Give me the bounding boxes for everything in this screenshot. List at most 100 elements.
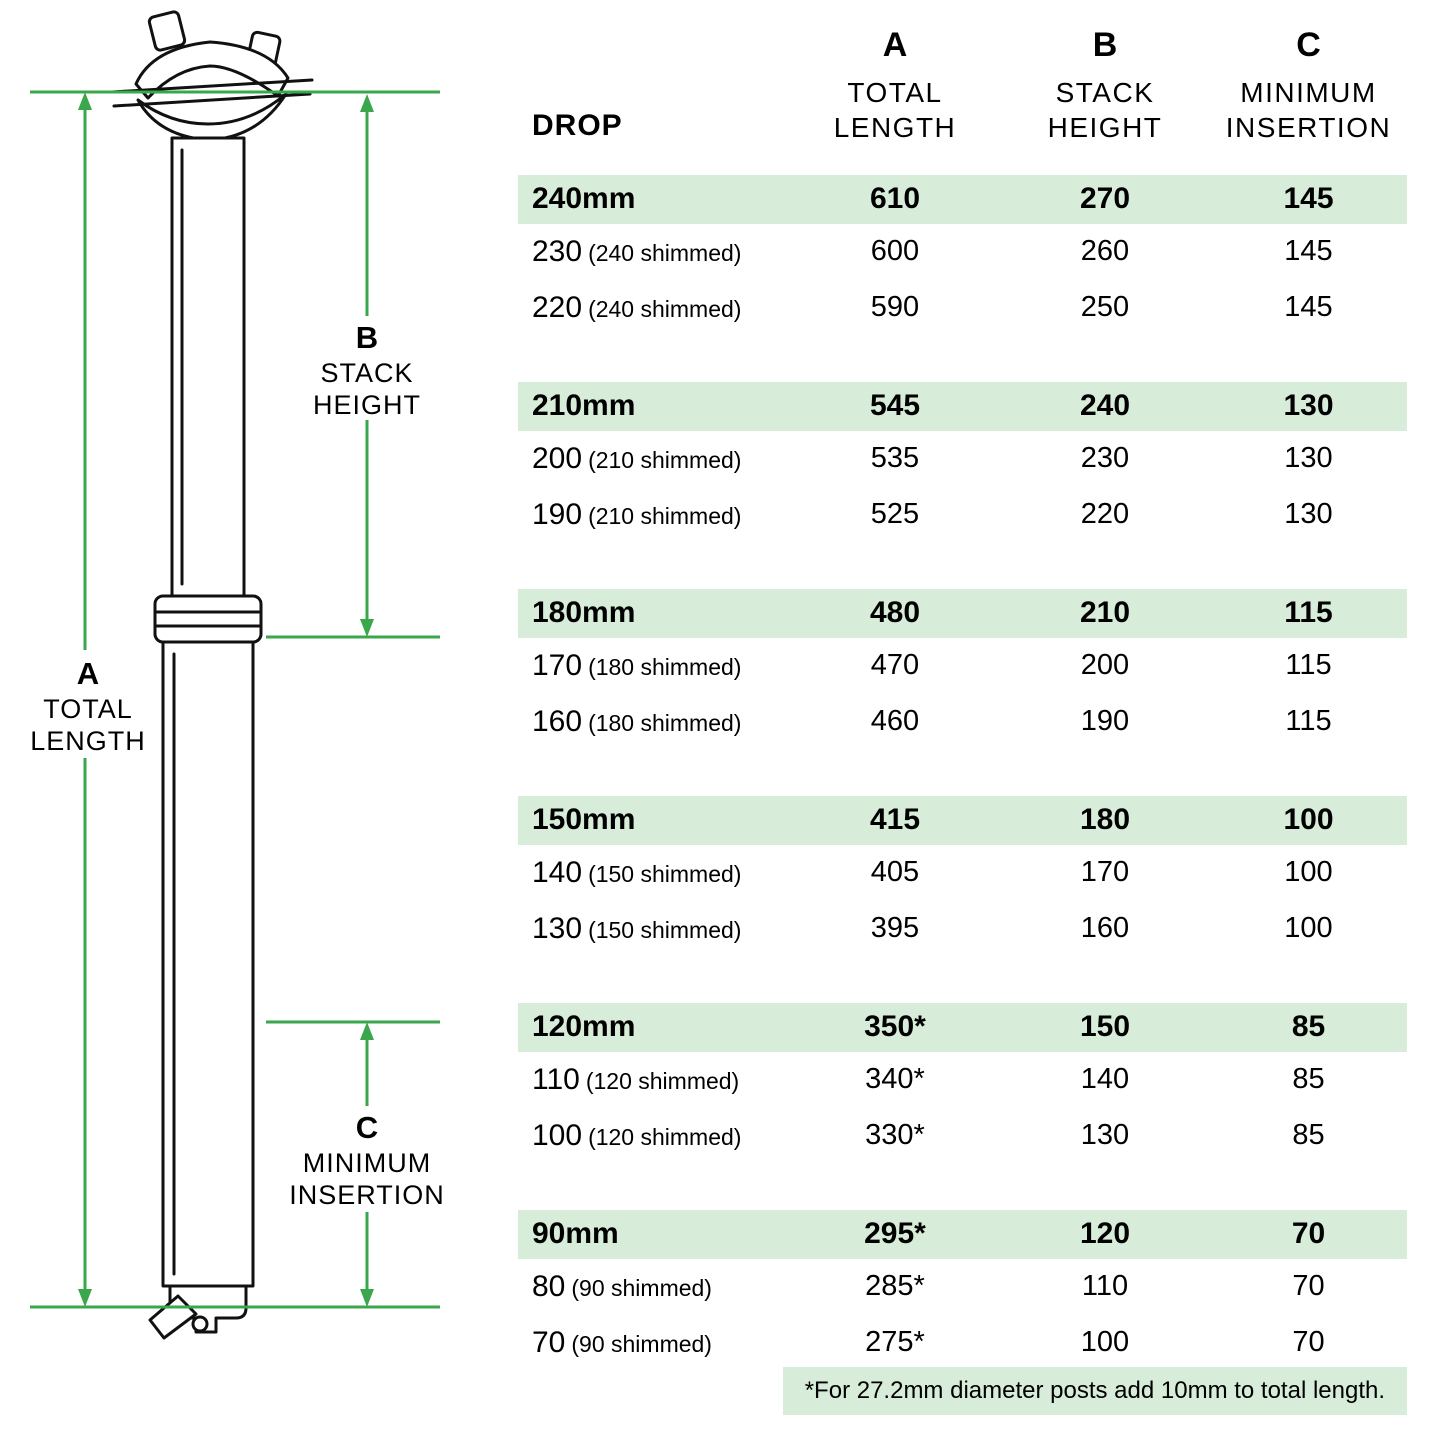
header-c-line1: MINIMUM	[1240, 76, 1377, 108]
stack-height-value: 170	[1080, 856, 1130, 888]
dim-a-letter: A	[77, 656, 99, 691]
drop-row: 220(240 shimmed) 590 250 145	[518, 280, 1407, 336]
total-length-value: 350*	[864, 1010, 926, 1043]
footnote: *For 27.2mm diameter posts add 10mm to t…	[782, 1366, 1407, 1415]
header-c-line2: INSERTION	[1225, 111, 1392, 143]
stack-height-value: 130	[1080, 1119, 1130, 1151]
header-total-length: A TOTAL LENGTH	[790, 24, 1000, 145]
min-insertion-value: 145	[1284, 291, 1333, 323]
stack-height-value: 190	[1080, 705, 1130, 737]
header-b-line2: HEIGHT	[1047, 111, 1163, 143]
shim-note: (240 shimmed)	[588, 239, 742, 266]
drop-value: 90mm	[532, 1217, 619, 1250]
stack-height-value: 140	[1080, 1063, 1130, 1095]
total-length-value: 590	[870, 291, 920, 323]
header-c-letter: C	[1296, 26, 1321, 64]
dimension-c-arrow: C MINIMUM INSERTION	[286, 1022, 448, 1307]
dim-b-letter: B	[356, 320, 378, 355]
drop-value: 130(150 shimmed)	[518, 912, 790, 946]
dim-b-line1: STACK	[320, 358, 413, 388]
shim-note: (150 shimmed)	[588, 860, 742, 887]
shim-note: (240 shimmed)	[588, 295, 742, 322]
shim-note: (90 shimmed)	[571, 1330, 712, 1357]
header-a-line1: TOTAL	[847, 76, 943, 108]
dim-c-line1: MINIMUM	[303, 1148, 431, 1178]
header-stack-height: B STACK HEIGHT	[1000, 24, 1210, 145]
drop-value: 200(210 shimmed)	[518, 442, 790, 476]
total-length-value: 545	[869, 389, 921, 422]
drop-number: 190	[532, 497, 583, 531]
stack-height-value: 110	[1081, 1270, 1129, 1302]
stack-height-value: 230	[1080, 442, 1130, 474]
stack-height-value: 100	[1080, 1326, 1130, 1358]
dim-a-line2: LENGTH	[30, 726, 146, 756]
min-insertion-value: 70	[1292, 1270, 1325, 1302]
stack-height-value: 260	[1080, 235, 1130, 267]
dim-c-line2: INSERTION	[289, 1180, 445, 1210]
total-length-value: 405	[870, 856, 920, 888]
stack-height-value: 120	[1079, 1217, 1131, 1250]
min-insertion-value: 100	[1284, 912, 1333, 944]
total-length-value: 395	[870, 912, 920, 944]
shim-note: (180 shimmed)	[588, 653, 742, 680]
drop-number: 170	[532, 648, 583, 682]
stack-height-value: 150	[1079, 1010, 1131, 1043]
drop-value: 100(120 shimmed)	[518, 1119, 790, 1153]
stack-height-value: 250	[1080, 291, 1130, 323]
shim-note: (210 shimmed)	[588, 446, 742, 473]
min-insertion-value: 85	[1291, 1010, 1326, 1043]
dim-b-line2: HEIGHT	[313, 390, 421, 420]
min-insertion-value: 85	[1292, 1063, 1325, 1095]
header-drop: DROP	[518, 107, 790, 145]
header-b-line1: STACK	[1055, 76, 1155, 108]
min-insertion-value: 100	[1284, 856, 1333, 888]
drop-number: 200	[532, 441, 583, 475]
drop-value: 220(240 shimmed)	[518, 291, 790, 325]
stack-height-value: 160	[1080, 912, 1130, 944]
drop-number: 220	[532, 290, 583, 324]
drop-value: 160(180 shimmed)	[518, 705, 790, 739]
shim-note: (120 shimmed)	[588, 1123, 742, 1150]
shim-note: (180 shimmed)	[588, 709, 742, 736]
shim-note: (210 shimmed)	[588, 502, 742, 529]
total-length-value: 525	[870, 498, 920, 530]
drop-value: 150mm	[532, 803, 636, 836]
drop-value: 110(120 shimmed)	[518, 1063, 790, 1097]
header-a-line2: LENGTH	[833, 111, 957, 143]
size-table: DROP A TOTAL LENGTH B STACK HEIGHT C MIN…	[518, 0, 1407, 1415]
drop-number: 80	[532, 1269, 566, 1303]
min-insertion-value: 130	[1284, 442, 1333, 474]
header-a-letter: A	[882, 26, 908, 64]
drop-value: 70(90 shimmed)	[518, 1326, 790, 1360]
total-length-value: 415	[869, 803, 921, 836]
seatpost-diagram: A TOTAL LENGTH B STACK HEIGHT C	[0, 0, 518, 1445]
min-insertion-value: 70	[1291, 1217, 1326, 1250]
drop-number: 130	[532, 911, 583, 945]
stack-height-value: 220	[1080, 498, 1130, 530]
stack-height-value: 240	[1079, 389, 1131, 422]
drop-number: 70	[532, 1325, 566, 1359]
drop-value: 230(240 shimmed)	[518, 235, 790, 269]
dim-c-letter: C	[356, 1110, 378, 1145]
drop-value: 190(210 shimmed)	[518, 498, 790, 532]
dimension-b-arrow: B STACK HEIGHT	[298, 94, 436, 637]
dimension-a-arrow: A TOTAL LENGTH	[26, 92, 150, 1307]
seatpost-drawing: A TOTAL LENGTH B STACK HEIGHT C	[26, 10, 448, 1340]
min-insertion-value: 70	[1292, 1326, 1325, 1358]
saddle-clamp	[110, 10, 314, 142]
